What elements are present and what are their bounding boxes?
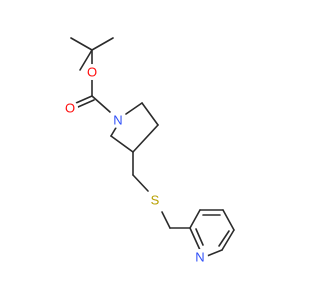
bond-py-5 — [206, 249, 223, 257]
o-ester-label: O — [87, 65, 97, 80]
bond-ch2-s — [132, 174, 149, 192]
bond-s-ch2 — [161, 211, 171, 229]
n-pyridine-label: N — [195, 250, 204, 265]
bond-carbonyl-c-n — [91, 95, 111, 113]
atom-n-pyridine: N — [192, 249, 208, 265]
bond-carbonyl-c-o-1 — [75, 95, 93, 104]
bond-carbonyl-c-o-2 — [77, 99, 95, 108]
bond-ring-c4-c5 — [110, 135, 134, 153]
bond-py-1 — [189, 209, 201, 229]
s-thioether-label: S — [151, 193, 160, 208]
structure-diagram: O O N S N — [62, 37, 235, 265]
o-carbonyl-label: O — [65, 101, 75, 116]
atom-s-thioether: S — [147, 192, 163, 208]
bond-ring-c2-c3 — [141, 102, 159, 126]
bond-tbu-c1 — [70, 37, 93, 51]
atom-o-carbonyl: O — [62, 100, 78, 116]
bond-ring-n-c2 — [125, 102, 143, 115]
atom-o-ester: O — [84, 64, 100, 80]
bond-tbu-c3 — [79, 49, 93, 71]
n-pyrrolidine-label: N — [113, 113, 122, 128]
atom-n-pyrrolidine: N — [110, 112, 126, 128]
bond-py-6 — [189, 227, 201, 251]
bond-py-double-2 — [218, 230, 230, 247]
bond-tbu-c2 — [91, 37, 114, 51]
bond-py-3 — [222, 209, 235, 231]
bond-ring-c3-c4 — [132, 124, 159, 153]
bond-py-4 — [221, 229, 235, 251]
bond-py-double-3 — [195, 228, 204, 246]
molecule-canvas: O O N S N — [62, 37, 235, 265]
